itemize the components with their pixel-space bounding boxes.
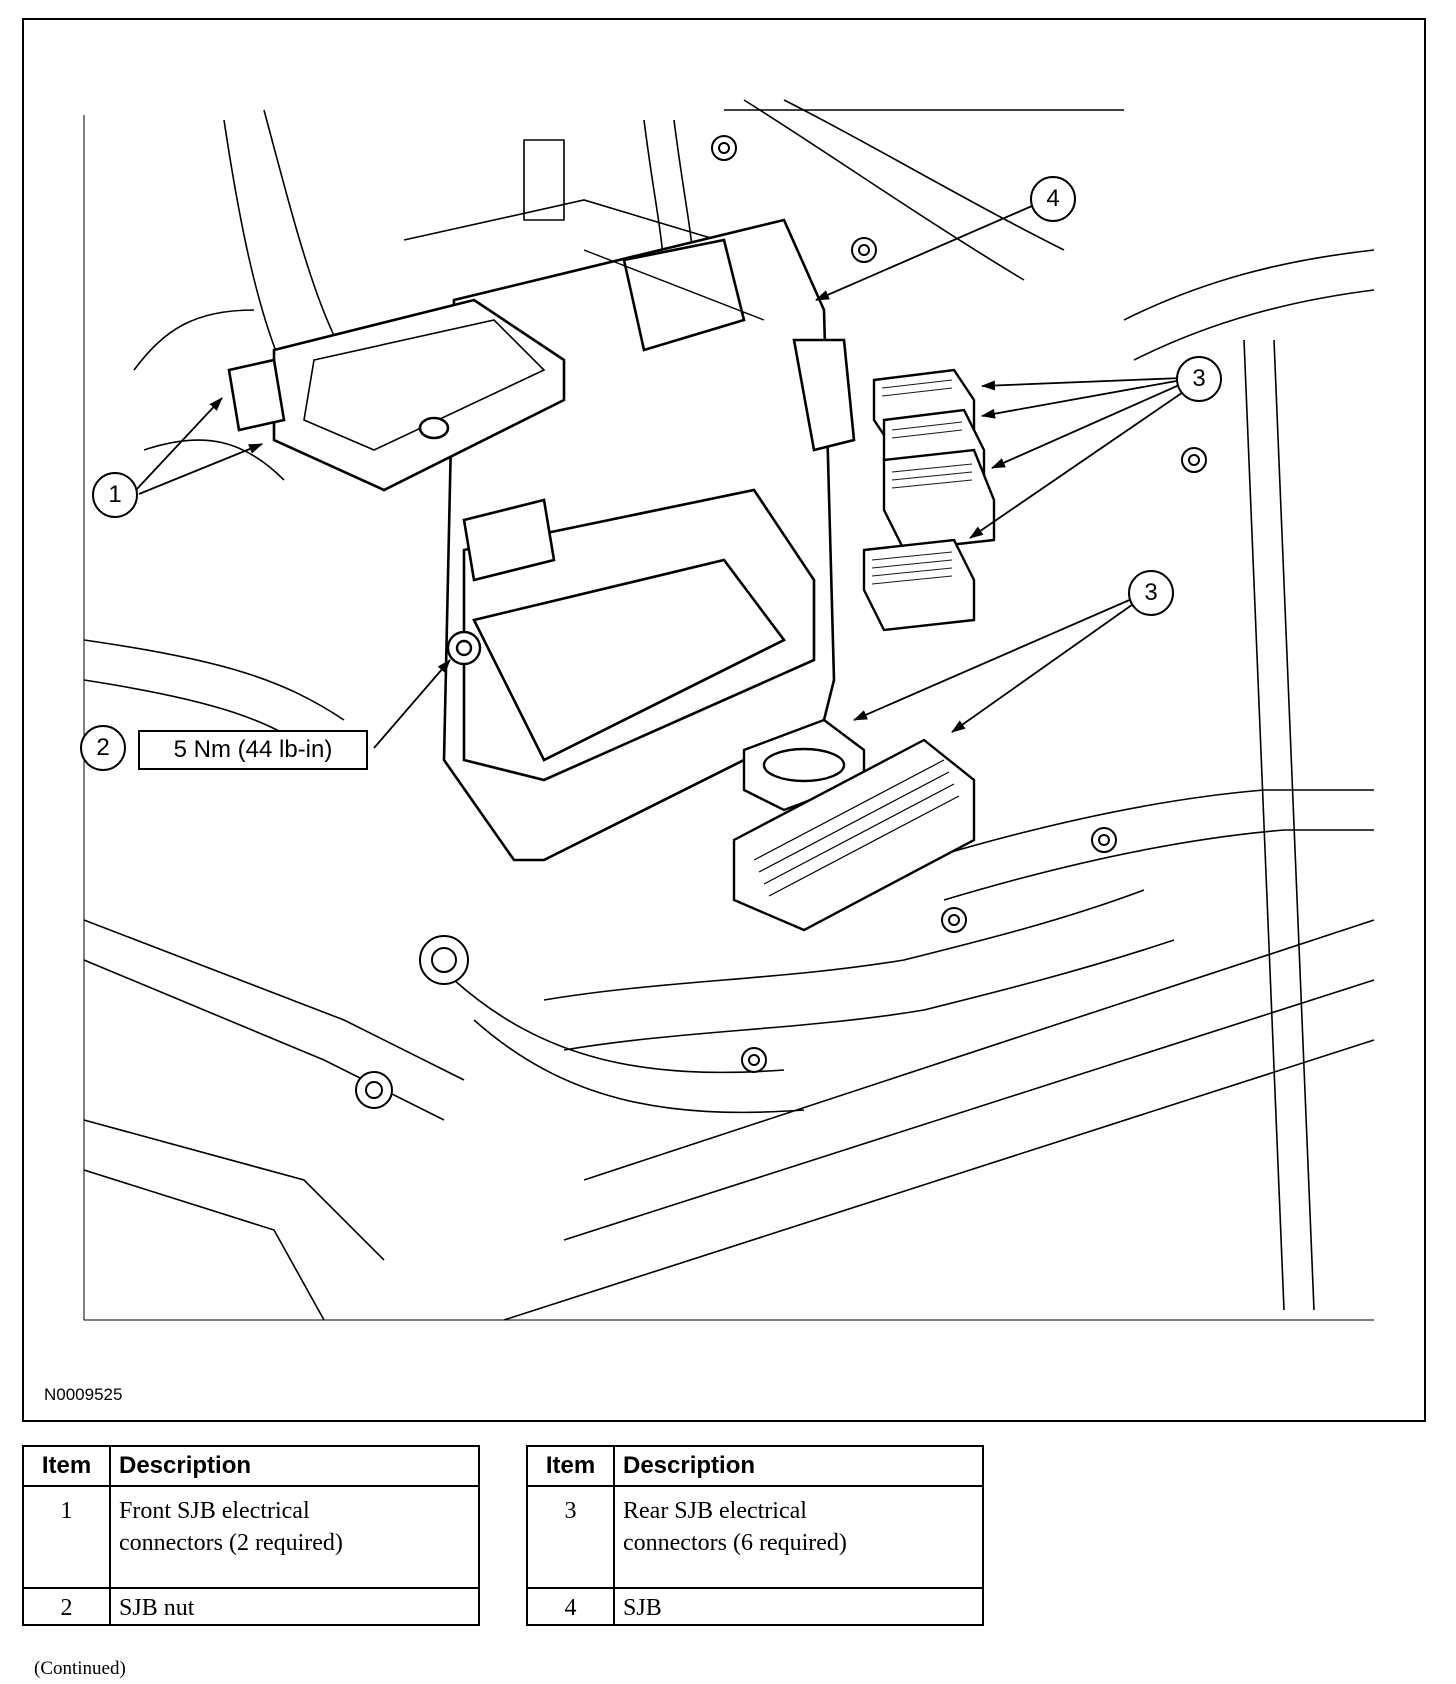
callout-3-upper: 3	[1176, 356, 1222, 402]
figure-id: N0009525	[44, 1385, 123, 1404]
callout-2: 2	[80, 725, 126, 771]
table-row: 1 Front SJB electrical connectors (2 req…	[22, 1485, 480, 1589]
continued-note: (Continued)	[34, 1658, 126, 1679]
item-description: Rear SJB electrical connectors (6 requir…	[613, 1485, 984, 1589]
table-row: 2 SJB nut	[22, 1587, 480, 1626]
header-item: Item	[526, 1445, 615, 1487]
item-number: 1	[22, 1485, 111, 1589]
torque-spec-label: 5 Nm (44 lb-in)	[138, 730, 368, 770]
item-number: 2	[22, 1587, 111, 1626]
callout-1: 1	[92, 472, 138, 518]
table-row: 4 SJB	[526, 1587, 984, 1626]
item-description: SJB	[613, 1587, 984, 1626]
item-number: 4	[526, 1587, 615, 1626]
diagram-frame: 1 2 5 Nm (44 lb-in) 3 3 4 N0009525	[22, 18, 1426, 1422]
legend-table-right: Item Description 3 Rear SJB electrical c…	[526, 1445, 984, 1626]
callout-3-lower: 3	[1128, 570, 1174, 616]
item-description: SJB nut	[109, 1587, 480, 1626]
header-item: Item	[22, 1445, 111, 1487]
table-row: 3 Rear SJB electrical connectors (6 requ…	[526, 1485, 984, 1589]
legend-table-left: Item Description 1 Front SJB electrical …	[22, 1445, 480, 1626]
item-number: 3	[526, 1485, 615, 1589]
callout-4: 4	[1030, 176, 1076, 222]
sjb-line-drawing	[83, 99, 1375, 1321]
header-description: Description	[109, 1445, 480, 1487]
item-description: Front SJB electrical connectors (2 requi…	[109, 1485, 480, 1589]
header-description: Description	[613, 1445, 984, 1487]
